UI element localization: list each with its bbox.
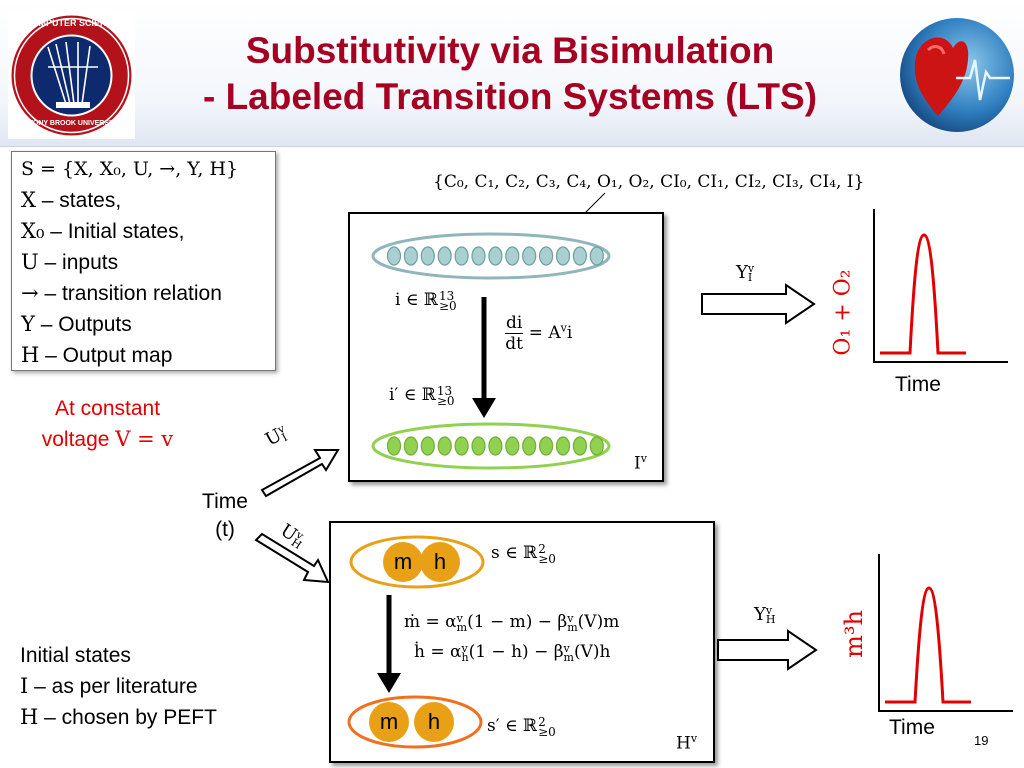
state-dot: [454, 436, 469, 456]
output-arrow-yh: [717, 629, 818, 671]
top-plot-ylabel: O₁ + O₂: [830, 269, 856, 356]
input-arrow-uh: [254, 532, 330, 584]
input-arrow-ui: [260, 449, 340, 498]
i-ode: di dt = Avi: [505, 313, 573, 354]
state-dot: [589, 436, 604, 456]
heart-ecg-icon: [898, 16, 1016, 134]
state-dot: [437, 436, 452, 456]
state-dot: [522, 246, 537, 266]
logo-text-bottom: STONY BROOK UNIVERSITY: [24, 120, 120, 127]
state-dot: [572, 246, 587, 266]
def-inputs: U – inputs: [21, 250, 119, 274]
state-dot: [437, 246, 452, 266]
page-number: 19: [974, 733, 989, 748]
state-dot: [505, 436, 520, 456]
s-prime-domain: s′ ∈ ℝ2≥0: [487, 714, 556, 739]
state-dot: [471, 246, 486, 266]
s-domain: s ∈ ℝ2≥0: [491, 541, 556, 566]
output-arrow-yi: [701, 283, 816, 325]
state-dot: [488, 436, 503, 456]
def-output-map: H – Output map: [21, 343, 173, 367]
i-panel-label: Iv: [634, 452, 647, 474]
slide-header: [0, 0, 1024, 147]
state-dot: [420, 436, 435, 456]
state-set: {C₀, C₁, C₂, C₃, C₄, O₁, O₂, CI₀, CI₁, C…: [433, 172, 865, 192]
state-dot: [386, 246, 402, 266]
i-ovals: [371, 232, 611, 470]
state-dot: [505, 246, 520, 266]
constant-voltage-note: At constant voltage V = v: [41, 397, 174, 451]
bottom-plot-ylabel: m³h: [840, 610, 868, 658]
state-dot: [539, 246, 554, 266]
state-dot: [386, 436, 402, 456]
state-dot: [471, 436, 486, 456]
def-initial-states: X₀ – Initial states,: [21, 219, 185, 243]
state-dots-bottom: [386, 436, 604, 456]
output-plot-top: [873, 209, 1008, 363]
h-gate-initial: h: [420, 542, 460, 582]
i-domain: i ∈ ℝ13≥0: [395, 288, 457, 313]
logo-text-top: COMPUTER SCIENCE: [24, 18, 119, 28]
bottom-plot-xlabel: Time: [889, 716, 935, 739]
top-plot-xlabel: Time: [895, 373, 941, 396]
title-line-1: Substitutivity via Bisimulation: [245, 30, 775, 71]
slide-title: Substitutivity via Bisimulation - Labele…: [150, 28, 870, 120]
state-dot: [403, 436, 419, 456]
i-prime-domain: i′ ∈ ℝ13≥0: [389, 383, 455, 408]
def-states: X – states,: [21, 188, 122, 212]
state-dot: [572, 436, 587, 456]
state-dot: [403, 246, 419, 266]
initial-states-note: Initial states I – as per literature H –…: [20, 644, 217, 729]
title-line-2: - Labeled Transition Systems (LTS): [202, 76, 818, 117]
m-gate-initial: m: [383, 542, 423, 582]
state-dot: [555, 436, 571, 456]
def-transition: → – transition relation: [21, 281, 222, 305]
state-dot: [555, 246, 571, 266]
h-gate-next: h: [414, 702, 454, 742]
lts-tuple: S = {X, X₀, U, →, Y, H}: [21, 158, 239, 180]
h-panel-label: Hv: [676, 732, 698, 754]
m-gate-next: m: [369, 702, 409, 742]
time-input-label: Time (t): [202, 490, 248, 541]
state-dots-top: [386, 246, 604, 266]
output-plot-bottom: [878, 554, 1013, 712]
state-dot: [454, 246, 469, 266]
state-dot: [420, 246, 435, 266]
def-outputs: Y – Outputs: [21, 312, 132, 336]
state-dot: [522, 436, 537, 456]
state-dot: [488, 246, 503, 266]
lts-definition-box: S = {X, X₀, U, →, Y, H} X – states, X₀ –…: [11, 151, 276, 371]
state-dot: [539, 436, 554, 456]
stony-brook-logo: COMPUTER SCIENCE STONY BROOK UNIVERSITY: [8, 12, 135, 139]
state-dot: [589, 246, 604, 266]
